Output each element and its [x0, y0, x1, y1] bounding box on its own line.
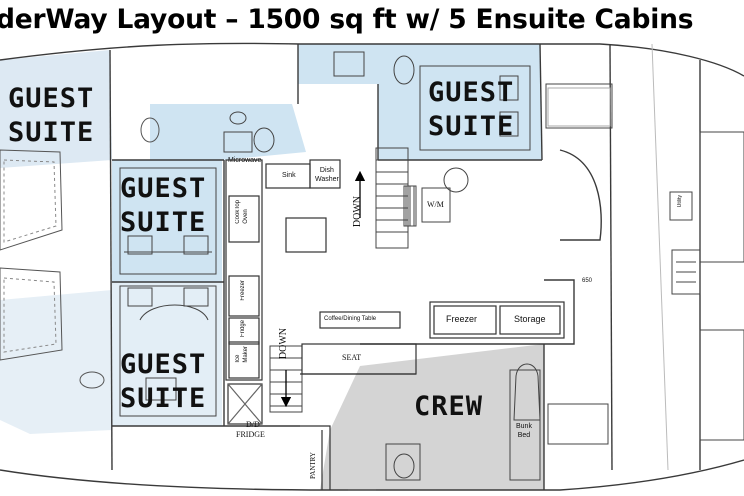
- dishwasher-line-1: Dish: [319, 167, 334, 174]
- guest-suite-4-zone: [112, 282, 222, 426]
- guest-suite-2-bed: [119, 167, 217, 275]
- bunk-bed-label: Bunk Bed: [516, 422, 532, 440]
- fridge-label: Fridge: [240, 320, 246, 338]
- wm-label: W/M: [427, 200, 444, 209]
- guest-suite-3-label: GUEST SUITE: [428, 76, 514, 144]
- diagram-title: derWay Layout – 1500 sq ft w/ 5 Ensuite …: [0, 4, 694, 35]
- crew-zone: [320, 344, 544, 490]
- guest-suite-3-line-2: SUITE: [428, 111, 515, 142]
- freezer-small-label: Freezer: [240, 280, 246, 301]
- cooktop-oven-label: CookTop Oven: [234, 200, 250, 224]
- cooktop-line-1: CookTop: [235, 200, 241, 224]
- dining-freezer-storage: [300, 301, 565, 490]
- storage-label: Storage: [514, 314, 546, 324]
- galley: [225, 159, 341, 425]
- right-side-fixtures: [545, 43, 744, 471]
- dishwasher-line-2: Washer: [315, 176, 339, 183]
- guest-suite-1-line-2: SUITE: [8, 117, 95, 148]
- bath-fixtures: [223, 111, 275, 153]
- utility-label: Utility: [677, 195, 683, 208]
- guest-suite-2-line-1: GUEST: [120, 173, 207, 204]
- guest-suite-4-bed: [119, 285, 217, 417]
- dimension-650-label: 650: [582, 278, 593, 284]
- wm-area: [421, 167, 469, 223]
- dishwasher-label: Dish Washer: [315, 166, 339, 184]
- cooktop-line-2: Oven: [243, 209, 249, 224]
- hull-outline: [0, 42, 744, 491]
- guest-suite-2-label: GUEST SUITE: [120, 172, 206, 240]
- bunk-bed-line-1: Bunk: [516, 423, 532, 430]
- microwave-label: Microwave: [228, 157, 262, 164]
- guest-suite-1-label: GUEST SUITE: [8, 82, 94, 150]
- left-cabin-shapes: [0, 117, 160, 389]
- crew-label: CREW: [414, 391, 484, 422]
- dd-fridge-line-1: D/D: [246, 420, 260, 429]
- guest-suite-1-zone: [0, 50, 112, 168]
- coffee-table-label: Coffee/Dining Table: [324, 316, 377, 322]
- pantry-label: PANTRY: [309, 452, 317, 479]
- guest-suite-4-line-1: GUEST: [120, 349, 207, 380]
- guest-suite-4-line-2: SUITE: [120, 383, 207, 414]
- down-label-1: DOWN: [352, 196, 363, 228]
- dd-fridge-line-2: FRIDGE: [236, 430, 265, 439]
- ice-maker-line-1: Ice: [235, 354, 241, 363]
- bunk-bed-line-2: Bed: [517, 432, 531, 439]
- freezer-label: Freezer: [446, 314, 478, 324]
- down-label-2: DOWN: [278, 328, 289, 360]
- ice-maker-line-2: Maker: [243, 346, 249, 363]
- guest-suite-4-label: GUEST SUITE: [120, 348, 206, 416]
- guest-suite-2-line-2: SUITE: [120, 207, 207, 238]
- crew-area-fixtures: [348, 363, 541, 491]
- guest-suite-3-line-1: GUEST: [428, 77, 515, 108]
- seat-label: SEAT: [342, 353, 362, 362]
- ice-maker-label: Ice Maker: [234, 346, 250, 363]
- guest-suite-1-line-1: GUEST: [8, 83, 95, 114]
- guest-suite-0-zone: [0, 290, 112, 434]
- sink-label: Sink: [282, 172, 296, 179]
- guest-suite-3-bed: [333, 51, 531, 151]
- dd-fridge-label: D/D FRIDGE: [236, 420, 265, 440]
